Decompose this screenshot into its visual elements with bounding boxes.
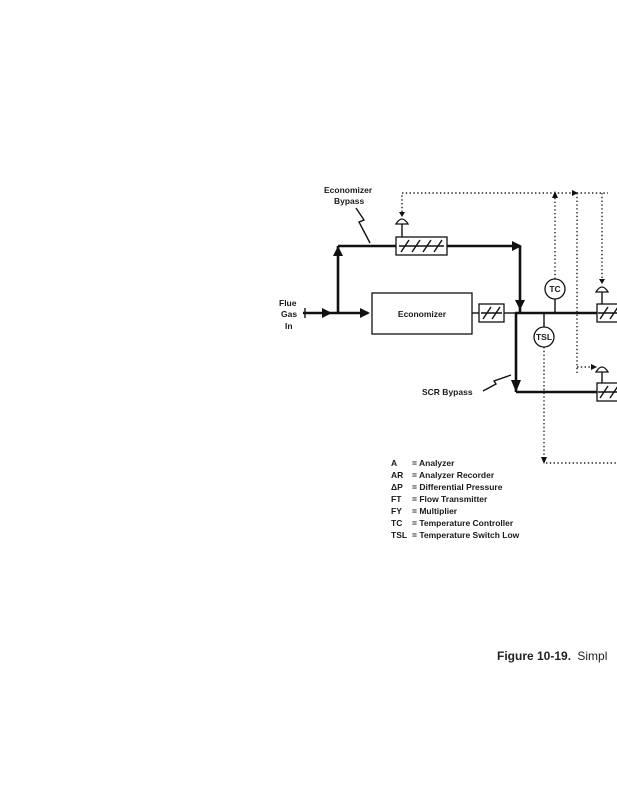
economizer-bypass-label: Economizer Bypass (324, 185, 373, 244)
actuator-signal-arrow-icon (399, 212, 405, 217)
bypass-label-line-1: Economizer (324, 185, 373, 195)
legend-desc: = Analyzer (412, 458, 455, 468)
bypass-label-line-2: Bypass (334, 196, 365, 206)
scr-bypass-text: SCR Bypass (422, 387, 473, 397)
actuator-icon (594, 366, 610, 373)
legend-desc: = Temperature Switch Low (412, 530, 520, 540)
economizer-outlet-damper (478, 303, 505, 323)
scr-bypass-label: SCR Bypass (422, 374, 512, 397)
flue-gas-pipes (303, 241, 598, 394)
tsl-label: TSL (536, 332, 552, 342)
legend-abbr: FY (391, 506, 402, 516)
signal-arrow-icon (552, 191, 558, 198)
economizer-bypass-damper (394, 212, 448, 256)
signal-arrow-icon (541, 457, 547, 464)
scr-bypass-arrow-icon (511, 380, 521, 392)
economizer-inlet-arrow-icon (360, 308, 370, 318)
economizer-body (371, 292, 473, 335)
legend-desc: = Analyzer Recorder (412, 470, 495, 480)
legend: A = Analyzer AR = Analyzer Recorder ΔP =… (391, 458, 520, 540)
legend-abbr: AR (391, 470, 403, 480)
legend-abbr: TC (391, 518, 402, 528)
inlet-label-line-2: Gas (281, 309, 297, 319)
temperature-switch-low: TSL (533, 313, 555, 348)
legend-abbr: A (391, 458, 397, 468)
figure-number: Figure 10-19. (497, 649, 571, 663)
economizer-label: Economizer (398, 309, 447, 319)
scr-bypass-damper (594, 366, 617, 402)
control-signal-lines (401, 190, 617, 464)
signal-arrow-icon (591, 364, 597, 370)
legend-desc: = Temperature Controller (412, 518, 514, 528)
temperature-controller: TC (544, 278, 566, 313)
actuator-icon (394, 218, 410, 225)
bypass-downcomer-arrow-icon (515, 300, 525, 310)
legend-desc: = Multiplier (412, 506, 458, 516)
scr-inlet-damper (594, 279, 617, 323)
signal-arrow-icon (572, 190, 578, 196)
flue-gas-inlet-label: Flue Gas In (279, 298, 297, 331)
inlet-label-line-3: In (285, 321, 293, 331)
legend-abbr: TSL (391, 530, 407, 540)
legend-desc: = Flow Transmitter (412, 494, 488, 504)
legend-desc: = Differential Pressure (412, 482, 503, 492)
inlet-label-line-1: Flue (279, 298, 297, 308)
figure-title: Simpl (577, 649, 607, 663)
inlet-arrow-icon (322, 308, 332, 318)
scr-bypass-leader-line (482, 374, 512, 392)
bypass-outlet-arrow-icon (512, 241, 522, 251)
bypass-riser-arrow-icon (333, 246, 343, 256)
actuator-signal-arrow-icon (599, 279, 605, 284)
legend-abbr: ΔP (391, 482, 403, 492)
legend-abbr: FT (391, 494, 402, 504)
actuator-icon (594, 286, 610, 293)
tc-label: TC (549, 284, 560, 294)
bypass-leader-line (355, 207, 371, 244)
economizer-block: Economizer (371, 292, 473, 335)
figure-caption: Figure 10-19. Simpl (497, 649, 607, 663)
